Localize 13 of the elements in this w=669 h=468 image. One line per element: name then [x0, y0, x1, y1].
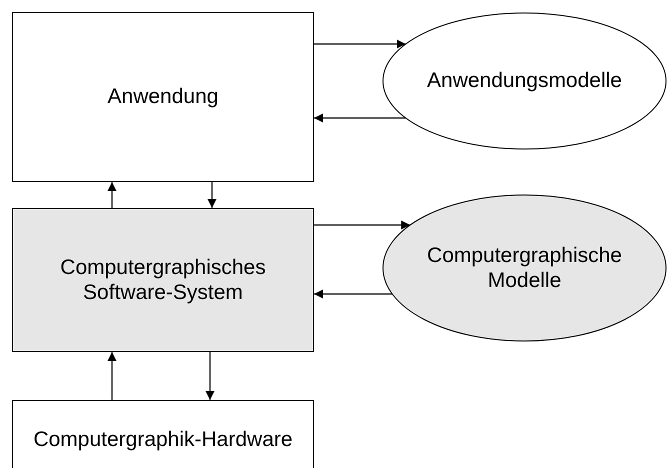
node-label: Computergraphisches Software-System — [59, 254, 267, 306]
node-label: Computergraphische Modelle — [426, 242, 623, 294]
arrow — [314, 220, 410, 230]
node-label: Anwendungsmodelle — [427, 68, 622, 94]
node-label: Computergraphik-Hardware — [33, 427, 293, 453]
arrow — [108, 182, 116, 208]
arrow — [208, 182, 216, 208]
arrow — [314, 290, 392, 298]
arrow — [314, 114, 406, 122]
arrow — [108, 352, 116, 400]
arrow — [314, 40, 406, 48]
node-label: Anwendung — [108, 84, 218, 110]
arrow — [206, 352, 214, 400]
